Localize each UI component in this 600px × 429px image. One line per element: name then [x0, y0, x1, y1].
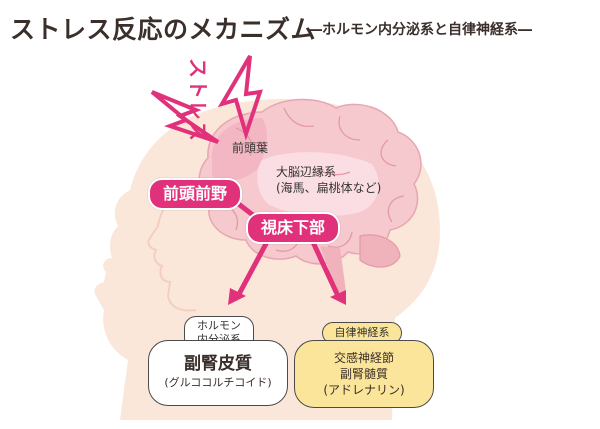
prefrontal-cortex-pill: 前頭前野 [148, 178, 242, 210]
limbic-system-label-line2: (海馬、扁桃体など) [276, 181, 382, 195]
brain-folds [225, 107, 405, 252]
page-subtitle: ―ホルモン内分泌系と自律神経系― [308, 22, 532, 38]
frontal-lobe-area [211, 118, 267, 181]
hypothalamus-pill: 視床下部 [246, 212, 340, 244]
stress-label: ストレス [186, 58, 210, 142]
sympathetic-box-line3: (アドレナリン) [323, 383, 405, 397]
arrow-head-hormone [228, 288, 246, 305]
title-row: ストレス反応のメカニズム ―ホルモン内分泌系と自律神経系― [10, 10, 600, 46]
face-profile [147, 189, 197, 312]
hormone-tag-line1: ホルモン [197, 319, 241, 332]
lightning-bolt-right [217, 54, 263, 141]
brain-stem [320, 246, 346, 292]
lightning-bolt-left [150, 90, 220, 144]
limbic-system-label: 大脳辺縁系 (海馬、扁桃体など) [276, 164, 381, 196]
limbic-area [257, 152, 379, 217]
cerebellum [359, 234, 401, 268]
sympathetic-box: 交感神経節 副腎髄質 (アドレナリン) [294, 340, 434, 408]
arrow-head-nerve [330, 290, 346, 305]
sympathetic-box-line2: 副腎髄質 [339, 367, 388, 381]
page-title: ストレス反応のメカニズム [10, 15, 317, 44]
adrenal-cortex-box: 副腎皮質 (グルココルチコイド) [148, 340, 288, 406]
adrenal-cortex-title: 副腎皮質 [184, 354, 252, 374]
limbic-system-label-line1: 大脳辺縁系 [276, 165, 337, 179]
sympathetic-box-line1: 交感神経節 [333, 351, 394, 365]
arrow-to-hormone [235, 238, 271, 298]
adrenal-cortex-sub: (グルココルチコイド) [164, 376, 272, 389]
arrow-to-nerve [309, 238, 341, 298]
frontal-lobe-label: 前頭葉 [232, 141, 269, 155]
